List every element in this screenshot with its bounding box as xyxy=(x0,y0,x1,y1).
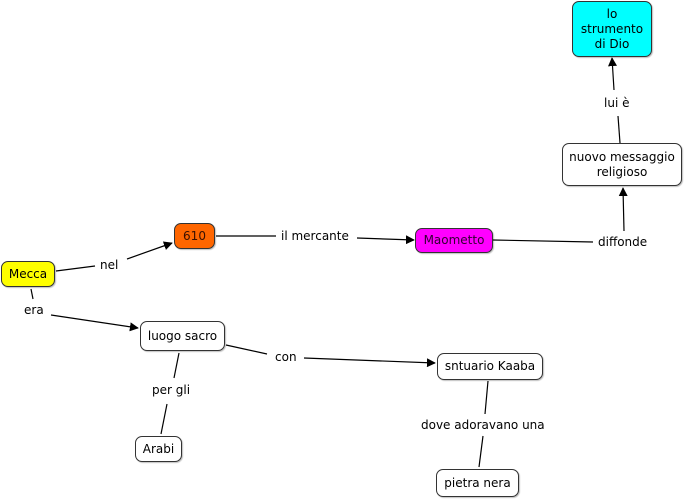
concept-label: pietra nera xyxy=(444,475,511,490)
concept-label: nuovo messaggio religioso xyxy=(569,149,675,179)
arrow-luie-strumento xyxy=(608,57,617,91)
concept-label: Maometto xyxy=(423,233,485,247)
concept-label: lo strumento di Dio xyxy=(580,6,644,51)
link-per-gli: per gli xyxy=(150,383,193,398)
concept-strumento-di-dio[interactable]: lo strumento di Dio xyxy=(572,1,652,57)
link-con: con xyxy=(273,350,299,365)
concept-pietra-nera[interactable]: pietra nera xyxy=(436,469,519,497)
concept-label: sntuario Kaaba xyxy=(444,359,536,373)
line-maometto-diffonde xyxy=(492,239,594,243)
link-il-mercante: il mercante xyxy=(279,229,351,244)
arrow-nel-610 xyxy=(126,241,173,260)
line-dove-pietra xyxy=(478,435,484,468)
arrow-diffonde-messaggio xyxy=(618,187,628,232)
line-kaaba-dove xyxy=(484,380,489,415)
link-nel: nel xyxy=(98,258,121,273)
concept-mecca[interactable]: Mecca xyxy=(1,261,55,287)
concept-arabi[interactable]: Arabi xyxy=(135,436,182,462)
arrow-era-luogo xyxy=(50,314,139,332)
link-lui-e: lui è xyxy=(602,96,632,111)
line-pergli-arabi xyxy=(160,403,168,435)
concept-label: 610 xyxy=(183,228,206,243)
link-era: era xyxy=(22,303,46,318)
concept-luogo-sacro[interactable]: luogo sacro xyxy=(140,321,225,351)
arrow-mercante-maometto xyxy=(356,235,415,245)
line-luogo-pergli xyxy=(173,352,180,379)
link-diffonde: diffonde xyxy=(596,235,650,250)
arrow-con-kaaba xyxy=(303,357,436,368)
line-mecca-era xyxy=(30,288,34,300)
line-messaggio-luie xyxy=(617,115,621,144)
concept-label: Mecca xyxy=(8,266,48,281)
link-dove-adoravano-una: dove adoravano una xyxy=(419,418,547,433)
concept-nuovo-messaggio-religioso[interactable]: nuovo messaggio religioso xyxy=(562,143,682,186)
line-mecca-nel xyxy=(55,265,96,272)
line-luogo-con xyxy=(225,344,268,355)
concept-610[interactable]: 610 xyxy=(174,223,215,249)
concept-label: luogo sacro xyxy=(147,328,218,343)
concept-sntuario-kaaba[interactable]: sntuario Kaaba xyxy=(437,353,543,380)
concept-maometto[interactable]: Maometto xyxy=(415,228,493,253)
concept-label: Arabi xyxy=(142,441,175,456)
